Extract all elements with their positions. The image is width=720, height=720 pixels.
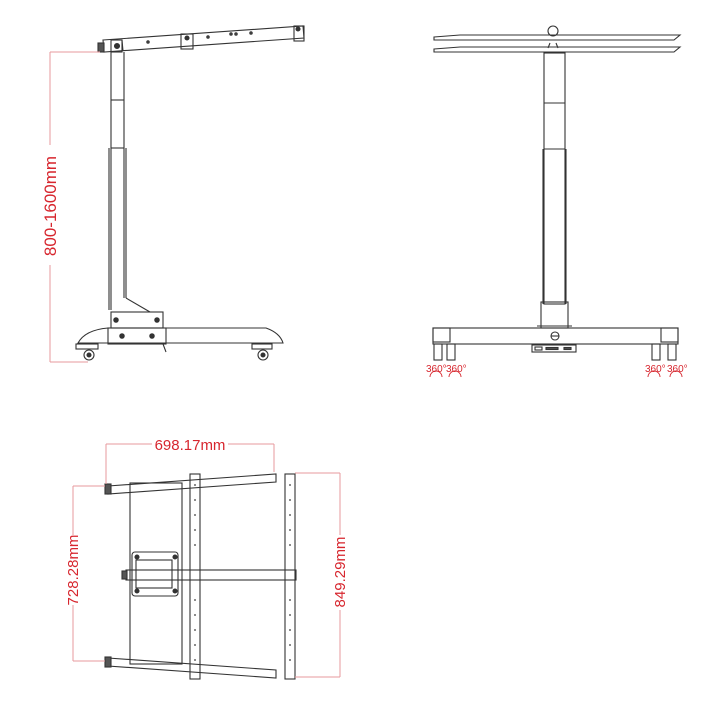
caster-rotation-label-4: 360° — [667, 364, 688, 375]
height-dimension-label: 800-1600mm — [41, 156, 60, 256]
outer-depth-dimension-label: 849.29mm — [332, 537, 349, 608]
caster-rotation-label-2: 360° — [446, 364, 467, 375]
mount-plate — [433, 34, 682, 41]
side-view — [75, 25, 305, 361]
vesa-rail-right — [284, 473, 296, 680]
rotation-arrows — [429, 370, 683, 378]
adjust-knob — [97, 42, 105, 53]
front-casters — [433, 343, 677, 361]
dimension-lines — [49, 51, 341, 678]
front-view — [432, 25, 682, 361]
vesa-holes — [194, 484, 291, 661]
top-view — [104, 473, 297, 680]
mount-arm — [102, 25, 305, 53]
top-arm — [107, 473, 277, 495]
base-plate — [129, 482, 183, 665]
width-dimension-label: 698.17mm — [155, 437, 226, 454]
caster-rotation-label-3: 360° — [645, 364, 666, 375]
caster-rotation-label-1: 360° — [426, 364, 447, 375]
vesa-rail-left — [189, 473, 201, 680]
top-knob — [547, 25, 559, 37]
bottom-arm — [107, 657, 277, 679]
caster-right — [251, 343, 273, 361]
inner-depth-dimension-label: 728.28mm — [65, 535, 82, 606]
caster-left — [75, 343, 99, 361]
